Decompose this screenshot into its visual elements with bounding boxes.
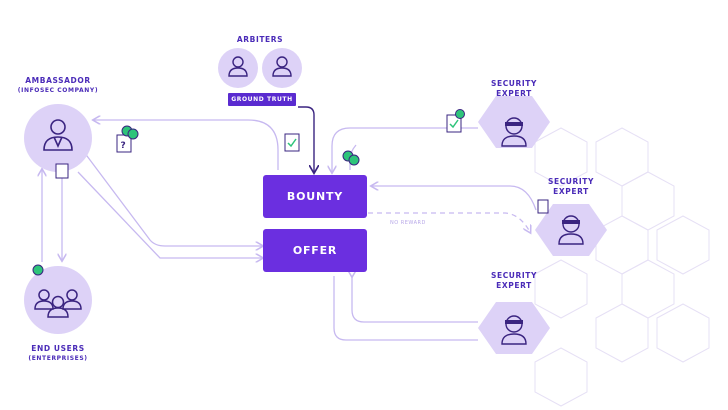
- arrow-groundtruth-to-bounty: [298, 106, 314, 172]
- ambassador-title: AMBASSADOR: [25, 76, 91, 85]
- arrow-ambassador-to-bounty: [83, 151, 262, 246]
- expert-3-label: SECURITY EXPERT: [484, 271, 544, 291]
- expert-node-1[interactable]: [478, 96, 550, 148]
- check-document-icon: [284, 133, 300, 152]
- offer-box[interactable]: OFFER: [263, 229, 367, 272]
- expert-2-title: SECURITY: [547, 177, 595, 186]
- expert-2-label: SECURITY EXPERT: [541, 177, 601, 197]
- no-reward-label: NO REWARD: [390, 220, 426, 226]
- end-users-node[interactable]: [24, 266, 92, 334]
- arrow-expert3-to-offer: [333, 276, 478, 341]
- group-icon: [34, 289, 82, 318]
- coin-stack-icon: [342, 150, 360, 166]
- ambassador-node[interactable]: [24, 104, 92, 172]
- svg-text:?: ?: [121, 141, 126, 151]
- expert-node-3[interactable]: [478, 302, 550, 354]
- token-icon: [455, 109, 465, 119]
- arrow-offer-to-expert3: [352, 276, 478, 323]
- end-users-label: END USERS (ENTERPRISES): [8, 344, 108, 363]
- connectors: [42, 120, 537, 341]
- ninja-icon: [501, 315, 527, 345]
- check-document-icon: [446, 114, 462, 133]
- ambassador-label: AMBASSADOR (INFOSEC COMPANY): [8, 76, 108, 95]
- person-icon: [272, 56, 292, 77]
- coin-stack-icon: [121, 125, 139, 140]
- end-users-title: END USERS: [31, 344, 85, 353]
- ninja-icon: [501, 117, 527, 147]
- end-users-subtitle: (ENTERPRISES): [28, 355, 88, 362]
- ambassador-subtitle: (INFOSEC COMPANY): [17, 87, 99, 94]
- expert-1-subtitle: EXPERT: [496, 89, 532, 98]
- arrow-bounty-to-expert2-dashed: [368, 212, 530, 232]
- expert-1-label: SECURITY EXPERT: [484, 79, 544, 99]
- person-icon: [228, 56, 248, 77]
- arrow-ambassador-to-offer: [77, 171, 262, 258]
- ground-truth-badge: GROUND TRUTH: [228, 93, 296, 106]
- expert-1-title: SECURITY: [490, 79, 538, 88]
- arrow-bounty-to-ambassador: [94, 120, 279, 170]
- expert-node-2[interactable]: [535, 204, 607, 256]
- expert-2-subtitle: EXPERT: [553, 187, 589, 196]
- arbiters-title: ARBITERS: [236, 35, 284, 44]
- expert-3-subtitle: EXPERT: [496, 281, 532, 290]
- arrow-expert1-to-bounty: [332, 127, 478, 172]
- document-icon: [55, 163, 69, 179]
- bounty-box[interactable]: BOUNTY: [263, 175, 367, 218]
- arbiter-node-2[interactable]: [262, 48, 302, 88]
- expert-3-title: SECURITY: [490, 271, 538, 280]
- arbiters-label: ARBITERS: [220, 35, 300, 45]
- person-suit-icon: [43, 119, 73, 151]
- document-icon: [537, 199, 549, 214]
- arrow-expert2-to-bounty: [372, 186, 537, 211]
- token-icon: [32, 264, 44, 276]
- hex-grid-background: [534, 127, 710, 407]
- arbiter-node-1[interactable]: [218, 48, 258, 88]
- ninja-icon: [558, 215, 584, 245]
